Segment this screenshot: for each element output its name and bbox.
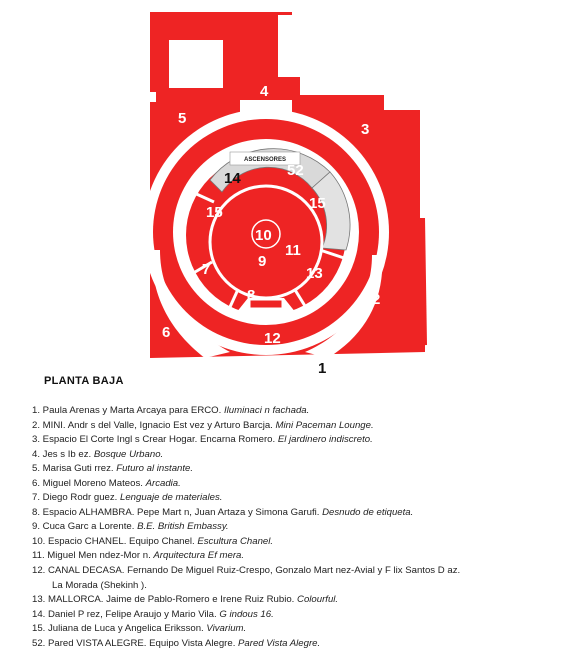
- legend-item: 9. Cuca Garc a Lorente. B.E. British Emb…: [32, 521, 229, 533]
- path-to-6: [151, 250, 230, 358]
- legend-item: 15. Juliana de Luca y Angelica Eriksson.…: [32, 623, 247, 635]
- legend-item: 1. Paula Arenas y Marta Arcaya para ERCO…: [32, 405, 310, 416]
- legend-item: 14. Daniel P rez, Felipe Araujo y Mario …: [32, 608, 274, 620]
- label-space-1: 1: [318, 360, 326, 377]
- legend-item: 4. Jes s Ib ez. Bosque Urbano.: [32, 448, 164, 460]
- label-space-13: 13: [306, 265, 323, 282]
- legend-item: 5. Marisa Guti rrez. Futuro al instante.: [32, 463, 194, 475]
- label-space-7: 7: [202, 261, 210, 278]
- label-space-52: 52: [287, 162, 304, 179]
- legend-list: 1. Paula Arenas y Marta Arcaya para ERCO…: [32, 404, 577, 651]
- label-space-2: 2: [372, 291, 380, 308]
- ascensores-box: [229, 151, 301, 166]
- legend-item: 7. Diego Rodr guez. Lenguaje de material…: [32, 492, 223, 504]
- right-gray-sector: [311, 171, 351, 251]
- label-space-12: 12: [264, 330, 281, 347]
- label-space-14: 14: [224, 170, 241, 187]
- legend-item-continuation: La Morada (Shekinh ).: [52, 579, 147, 591]
- label-space-15-right: 15: [309, 195, 326, 212]
- legend-item: 2. MINI. Andr s del Valle, Ignacio Est v…: [32, 419, 374, 431]
- label-space-4: 4: [260, 83, 269, 100]
- label-space-15-left: 15: [206, 204, 223, 221]
- legend-item: 11. Miguel Men ndez-Mor n. Arquitectura …: [32, 550, 245, 562]
- legend-item: 3. Espacio El Corte Ingl s Crear Hogar. …: [32, 434, 373, 446]
- courtyard-left-notch: [148, 92, 156, 102]
- courtyard-top-right: [278, 15, 323, 77]
- label-space-11: 11: [285, 242, 301, 259]
- legend-heading: PLANTA BAJA: [44, 375, 124, 387]
- entrance-12-step: [249, 299, 283, 309]
- label-space-8: 8: [247, 287, 255, 304]
- ascensores-label: ASCENSORES: [244, 157, 286, 163]
- legend-item: 13. MALLORCA. Jaime de Pablo-Romero e Ir…: [32, 594, 339, 606]
- legend-item: 8. Espacio ALHAMBRA. Pepe Mart n, Juan A…: [32, 506, 414, 518]
- space-4-block: [150, 12, 300, 120]
- label-space-5: 5: [178, 110, 186, 127]
- label-space-6: 6: [162, 324, 170, 341]
- legend-item: 10. Espacio CHANEL. Equipo Chanel. Escul…: [32, 535, 274, 547]
- label-space-3: 3: [361, 121, 369, 138]
- label-space-10: 10: [255, 227, 272, 244]
- legend-item: 52. Pared VISTA ALEGRE. Equipo Vista Ale…: [32, 637, 321, 649]
- legend-item: 12. CANAL DECASA. Fernando De Miguel Rui…: [32, 565, 461, 577]
- label-space-9: 9: [258, 253, 266, 270]
- floor-plan: ASCENSORES 1 2 3 4 5 6 7 8 9 10 11 12 13…: [148, 12, 427, 377]
- courtyard-top-left: [169, 40, 223, 88]
- chanel-circle-outer: [251, 219, 281, 249]
- path-to-2: [305, 255, 383, 358]
- legend-item: 6. Miguel Moreno Mateos. Arcadia.: [32, 477, 181, 489]
